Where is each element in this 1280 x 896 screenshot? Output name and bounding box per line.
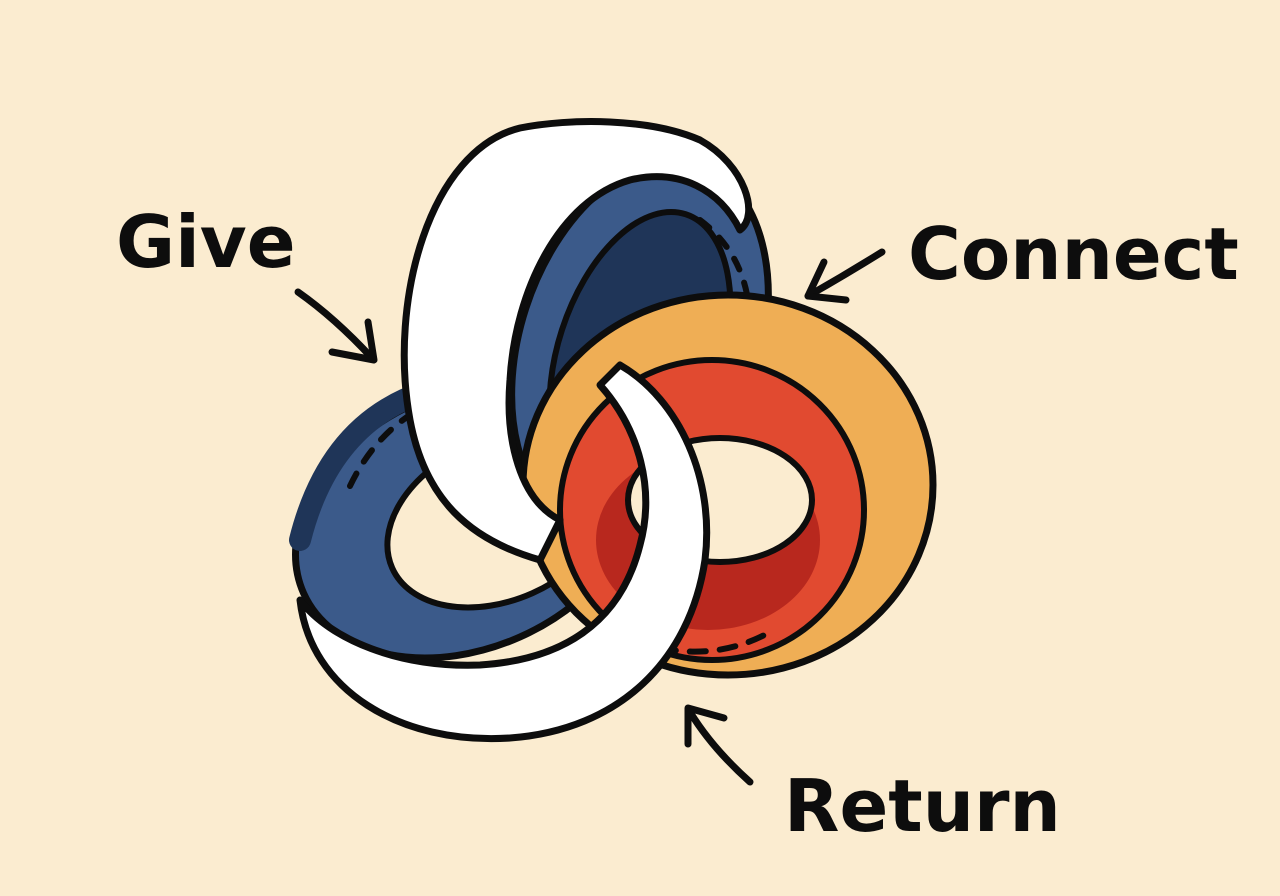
arrow-connect-head (804, 258, 850, 304)
arrow-to-knot-icon (686, 708, 754, 786)
arrow-to-knot-icon (804, 248, 886, 300)
arrow-to-knot-icon (294, 288, 376, 362)
arrow-give (294, 288, 378, 364)
arrow-return (684, 704, 754, 786)
white-ring-lower-band (296, 361, 711, 743)
navy-ring-lower-dash (347, 412, 413, 489)
white-ring-upper-band (400, 118, 753, 564)
white-ring (296, 118, 753, 743)
arrow-connect (804, 248, 886, 304)
label-connect: Connect (908, 212, 1239, 296)
orange-red-ring (519, 291, 937, 679)
label-return: Return (784, 764, 1061, 848)
label-give: Give (116, 200, 296, 284)
arrow-give-head (328, 318, 378, 364)
navy-ring-upper-dash (697, 217, 751, 303)
arrow-return-head (684, 704, 728, 748)
